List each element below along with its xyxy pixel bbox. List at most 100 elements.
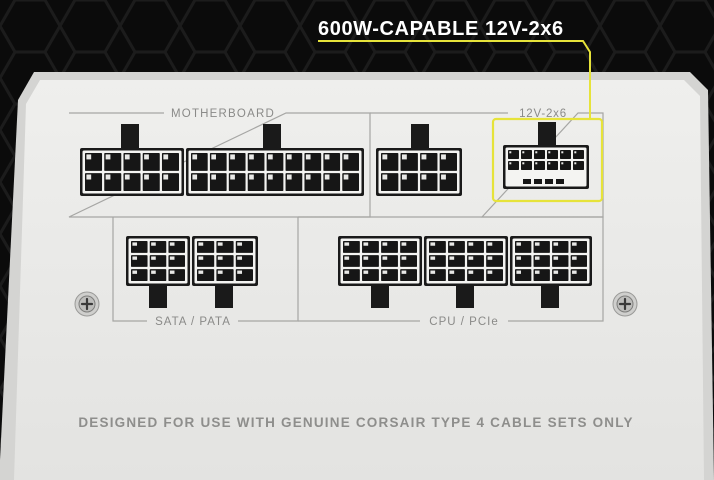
pin-highlight bbox=[441, 174, 446, 180]
connector-latch bbox=[456, 286, 474, 308]
pin-highlight bbox=[421, 154, 427, 160]
callout-highlight bbox=[318, 40, 604, 203]
pin-highlight bbox=[344, 256, 350, 260]
connector-latch bbox=[541, 286, 559, 308]
pin-highlight bbox=[487, 256, 493, 260]
pin-highlight bbox=[572, 256, 577, 260]
connector-pcie-3 bbox=[510, 236, 592, 308]
pin-highlight bbox=[561, 162, 564, 165]
pin-highlight bbox=[132, 242, 138, 246]
pin-highlight bbox=[441, 154, 446, 160]
pin-highlight bbox=[548, 151, 551, 154]
pin-highlight bbox=[344, 242, 350, 246]
pin-highlight bbox=[151, 242, 156, 246]
connectors-layer bbox=[80, 122, 592, 308]
connector-latch bbox=[411, 124, 429, 148]
pin-highlight bbox=[230, 154, 235, 160]
pin-highlight bbox=[509, 151, 512, 154]
pin-highlight bbox=[192, 174, 198, 180]
pin-highlight bbox=[401, 154, 407, 160]
pin-highlight bbox=[132, 270, 138, 274]
pin-highlight bbox=[305, 154, 311, 160]
connector-pcie-2 bbox=[424, 236, 508, 308]
pin-highlight bbox=[237, 242, 243, 246]
connector-face bbox=[426, 238, 506, 284]
pin-highlight bbox=[217, 270, 223, 274]
pin-highlight bbox=[144, 174, 149, 180]
pin-highlight bbox=[553, 270, 559, 274]
pin-highlight bbox=[487, 242, 493, 246]
pin-highlight bbox=[237, 270, 243, 274]
screw-icon bbox=[74, 291, 100, 317]
pin-highlight bbox=[363, 270, 369, 274]
connector-latch bbox=[121, 124, 139, 148]
connector-latch bbox=[371, 286, 389, 308]
cpu-pcie-outline bbox=[298, 216, 604, 322]
pin-highlight bbox=[363, 242, 369, 246]
connector-latch bbox=[215, 286, 233, 308]
pin-highlight bbox=[363, 256, 369, 260]
pin-highlight bbox=[286, 174, 292, 180]
pin-highlight bbox=[516, 242, 521, 246]
pin-highlight bbox=[217, 256, 223, 260]
pin-highlight bbox=[151, 270, 156, 274]
connector-latch bbox=[538, 122, 556, 146]
connector-mb-18pin bbox=[186, 124, 364, 196]
connector-face bbox=[378, 150, 460, 194]
pin-highlight bbox=[553, 242, 559, 246]
pin-highlight bbox=[468, 270, 474, 274]
pin-highlight bbox=[382, 154, 388, 160]
pin-highlight bbox=[132, 256, 138, 260]
pin-highlight bbox=[535, 151, 538, 154]
pin-highlight bbox=[268, 174, 273, 180]
pin-highlight bbox=[198, 242, 204, 246]
pin-highlight bbox=[198, 256, 204, 260]
pin-highlight bbox=[509, 162, 512, 165]
pin-highlight bbox=[249, 174, 254, 180]
pin-highlight bbox=[449, 242, 455, 246]
pin-highlight bbox=[516, 270, 521, 274]
pin-highlight bbox=[401, 256, 407, 260]
sense-pin bbox=[545, 179, 553, 184]
pin-highlight bbox=[401, 270, 407, 274]
pin-highlight bbox=[421, 174, 427, 180]
pin-highlight bbox=[553, 256, 559, 260]
pin-highlight bbox=[249, 154, 254, 160]
pin-highlight bbox=[169, 242, 175, 246]
pin-highlight bbox=[324, 174, 330, 180]
cable-notice: DESIGNED FOR USE WITH GENUINE CORSAIR TY… bbox=[78, 415, 633, 430]
pin-highlight bbox=[217, 242, 223, 246]
pin-highlight bbox=[286, 154, 292, 160]
pin-highlight bbox=[305, 174, 311, 180]
pin-highlight bbox=[522, 162, 525, 165]
sense-pin bbox=[556, 179, 564, 184]
connector-latch bbox=[263, 124, 281, 148]
pin-highlight bbox=[516, 256, 521, 260]
pin-highlight bbox=[534, 242, 540, 246]
callout-title: 600W-CAPABLE 12V-2x6 bbox=[318, 18, 564, 40]
pin-highlight bbox=[163, 154, 169, 160]
connector-sata-2 bbox=[192, 236, 258, 308]
pin-highlight bbox=[430, 270, 436, 274]
pin-highlight bbox=[211, 174, 216, 180]
sata-pata-label: SATA / PATA bbox=[155, 316, 231, 328]
pin-highlight bbox=[534, 256, 540, 260]
pin-highlight bbox=[382, 174, 388, 180]
pin-highlight bbox=[534, 270, 540, 274]
pin-highlight bbox=[169, 256, 175, 260]
connector-pcie-1 bbox=[338, 236, 422, 308]
pin-highlight bbox=[487, 270, 493, 274]
sense-pin bbox=[534, 179, 542, 184]
cpu-pcie-label: CPU / PCIe bbox=[429, 316, 498, 328]
pin-highlight bbox=[86, 154, 92, 160]
connector-face bbox=[340, 238, 420, 284]
pin-highlight bbox=[572, 270, 577, 274]
pin-highlight bbox=[230, 174, 235, 180]
pin-highlight bbox=[324, 154, 330, 160]
connector-cpu-8pin-top bbox=[376, 124, 462, 196]
pin-highlight bbox=[105, 174, 111, 180]
pin-highlight bbox=[124, 154, 130, 160]
pin-highlight bbox=[548, 162, 551, 165]
